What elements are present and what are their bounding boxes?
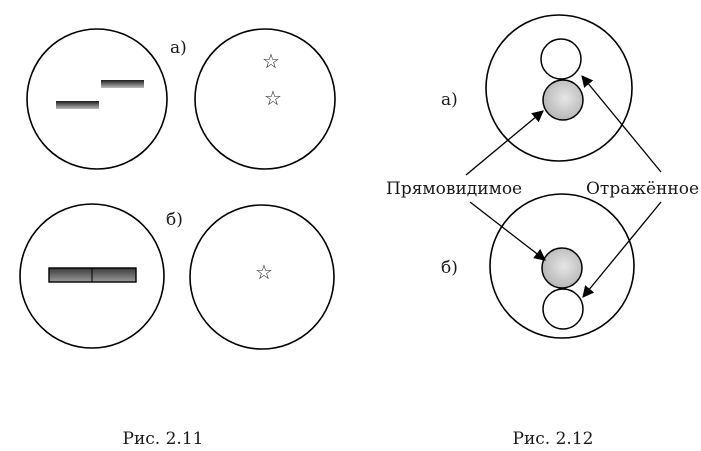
label-a-fig-2-11: а) [170,38,187,58]
label-b-fig-2-12: б) [441,258,458,278]
direct-image-a [542,79,584,121]
figure-2-11: а) ☆ ☆ б) ☆ Рис. 2.11 [19,28,336,449]
label-a-fig-2-12: а) [441,90,458,110]
horizon-bar-lower [56,101,99,109]
star-icon: ☆ [255,260,273,284]
caption-fig-2-11: Рис. 2.11 [123,429,204,449]
field-view-circle-a [485,14,633,162]
star-icon: ☆ [262,49,280,73]
horizon-bar-upper [101,80,144,88]
reflected-image-label: Отражённое [586,179,699,199]
direct-image-label: Прямовидимое [386,179,522,199]
figure-2-12: а) б) Прямовидимое Отражённое Рис. 2.12 [386,14,699,449]
field-view-circle-b-left [19,203,165,349]
field-view-circle-a-left [26,28,168,170]
field-view-circle-b [489,193,635,339]
arrow-direct-to-a [465,110,544,176]
star-icon: ☆ [264,86,282,110]
reflected-image-b [542,288,584,330]
arrow-reflected-to-a [581,75,662,173]
reflected-image-a [540,38,582,80]
field-view-circle-b-right [189,204,335,350]
direct-image-b [541,247,583,289]
arrow-reflected-to-b [582,201,662,298]
field-view-circle-a-right [194,28,336,170]
label-b-fig-2-11: б) [166,210,183,230]
arrow-direct-to-b [469,201,546,261]
caption-fig-2-12: Рис. 2.12 [513,429,594,449]
